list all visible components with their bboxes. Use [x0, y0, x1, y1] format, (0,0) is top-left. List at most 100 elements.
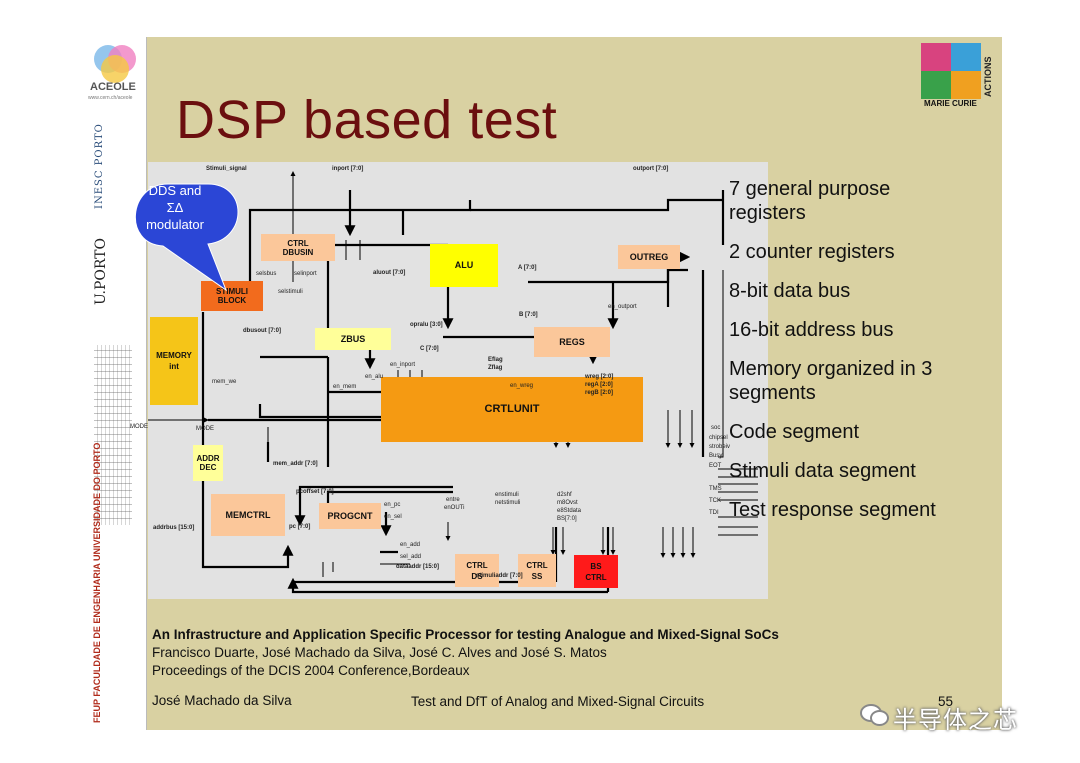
alu-block: ALU — [430, 244, 498, 287]
sig-selsbus: selsbus — [256, 271, 277, 277]
footer-author: José Machado da Silva — [152, 693, 292, 708]
sig-zflag: Zflag — [488, 365, 503, 371]
outreg-block: OUTREG — [618, 245, 680, 269]
sig-mode-left: MODE — [130, 424, 148, 430]
sig-selinport: selinport — [294, 271, 317, 277]
bullet-item: 8-bit data bus — [729, 280, 851, 302]
dds-callout: DDS and ΣΔ modulator — [135, 183, 300, 292]
sig-bs: BS[7:0] — [557, 516, 577, 522]
sig-sel-add: sel_add — [400, 554, 422, 560]
feature-list: 7 general purpose registers 2 counter re… — [729, 177, 999, 537]
sig-stimuli-signal: Stimuli_signal — [206, 166, 247, 172]
sig-soc: soc — [711, 425, 721, 431]
footer-course: Test and DfT of Analog and Mixed-Signal … — [411, 694, 705, 709]
reference-venue: Proceedings of the DCIS 2004 Conference,… — [152, 663, 470, 678]
sig-busy: Busy — [709, 453, 723, 459]
stimuli-block: STIMULI BLOCK — [201, 281, 263, 311]
reference-authors: Francisco Duarte, José Machado da Silva,… — [152, 645, 607, 660]
sig-dbusout: dbusout [7:0] — [243, 328, 281, 334]
sig-mem-we: mem_we — [212, 379, 237, 385]
uporto-text: U.PORTO — [93, 238, 109, 305]
sig-wreg: wreg [2:0] — [585, 374, 614, 380]
sig-tck: TCK — [709, 498, 721, 504]
addr-dec-block: ADDR DEC — [193, 445, 223, 481]
aceole-logo: ACEOLE www.cern.ch/aceole — [78, 37, 146, 107]
sig-pc: pc [7:0] — [289, 524, 311, 530]
progcnt-block: PROGCNT — [319, 503, 381, 529]
sig-en-inport: en_inport — [390, 362, 416, 368]
sig-b: B [7:0] — [519, 312, 538, 318]
memory-block: MEMORY int — [150, 317, 198, 405]
sig-m8ovst: m8Ovst — [557, 500, 578, 506]
slide-title: DSP based test — [176, 90, 558, 150]
wechat-icon — [860, 702, 889, 726]
sig-entre: entre — [446, 497, 460, 503]
sig-e8stdata: e8Stdata — [557, 508, 582, 514]
sig-enouti: enOUTi — [444, 505, 465, 511]
callout-shape — [135, 183, 239, 292]
architecture-diagram: CTRL DBUSIN STIMULI BLOCK ALU OUTREG MEM… — [130, 162, 768, 599]
sig-addrbus: addrbus [15:0] — [153, 525, 195, 531]
bullet-item: Stimuli data segment — [729, 460, 916, 482]
sig-strobe: strobeiv — [709, 444, 731, 450]
bullet-item: Test response segment — [729, 499, 936, 521]
marie-curie-logo: ACTIONS — [921, 43, 997, 109]
sig-mem-addr: mem_addr [7:0] — [273, 461, 318, 467]
reference: An Infrastructure and Application Specif… — [152, 626, 779, 680]
sig-mode: MODE — [196, 426, 214, 432]
sig-eflag: Eflag — [488, 357, 503, 363]
bullet-item: 7 general purpose registers — [729, 178, 891, 224]
sig-en-outport: en_outport — [608, 304, 637, 310]
sig-en-sel: en_sel — [384, 514, 402, 520]
sig-rega: regA [2:0] — [585, 382, 613, 388]
sig-en-add: en_add — [400, 542, 421, 548]
bullet-item: 16-bit address bus — [729, 319, 894, 341]
ctrl-ss-block: CTRL SS — [518, 554, 556, 587]
building-icon — [94, 345, 132, 525]
sig-en-mem: en_mem — [333, 384, 357, 390]
sig-inport: inport [7:0] — [332, 166, 364, 172]
sig-outport: outport [7:0] — [633, 166, 669, 172]
regs-block: REGS — [534, 327, 610, 357]
sig-en-wreg: en_wreg — [510, 383, 534, 389]
zbus-block: ZBUS — [315, 328, 391, 350]
bs-ctrl-block: BS CTRL — [574, 555, 618, 588]
callout-line2: ΣΔ — [166, 200, 184, 215]
memctrl-block: MEMCTRL — [211, 494, 285, 536]
sig-netstimuli: netstimuli — [495, 500, 521, 506]
sig-tdi: TDI — [709, 510, 719, 516]
sig-regb: regB [2:0] — [585, 390, 614, 396]
bullet-item: 2 counter registers — [729, 241, 895, 263]
sig-dataaddr: dataaddr [15:0] — [396, 564, 440, 570]
crtlunit-block: CRTLUNIT — [381, 377, 643, 442]
sig-tms: TMS — [709, 486, 722, 492]
mc-side-text: ACTIONS — [983, 56, 993, 98]
callout-line3: modulator — [146, 217, 204, 232]
ctrl-ds-block: CTRL DS — [455, 554, 499, 587]
sig-pcoffset: pcoffset [7:0] — [296, 489, 334, 495]
aceole-text: ACEOLE — [90, 81, 136, 93]
bullet-item: Memory organized in 3 segments — [729, 358, 933, 404]
ctrl-dbusin-block: CTRL DBUSIN — [261, 234, 335, 261]
aceole-url: www.cern.ch/aceole — [88, 95, 133, 101]
sig-d2shf: d2shf — [557, 492, 572, 498]
sig-stimuliaddr: stimuliaddr [7:0] — [476, 573, 523, 579]
watermark: 半导体之芯 — [893, 706, 1018, 734]
sig-aluout: aluout [7:0] — [373, 270, 406, 276]
mc-text: MARIE CURIE — [924, 99, 977, 108]
footer-page-number: 55 — [938, 694, 954, 709]
sig-en-pc: en_pc — [384, 502, 401, 508]
feup-text: FEUP FACULDADE DE ENGENHARIA UNIVERSIDAD… — [92, 442, 102, 723]
sig-c: C [7:0] — [420, 346, 439, 352]
callout-line1: DDS and — [148, 183, 202, 198]
sig-enstimuli: enstimuli — [495, 492, 519, 498]
sidebar: ACEOLE www.cern.ch/aceole INESC PORTO U.… — [78, 37, 147, 730]
bullet-item: Code segment — [729, 421, 860, 443]
reference-title: An Infrastructure and Application Specif… — [152, 627, 779, 642]
sig-en-alu: en_alu — [365, 374, 384, 380]
sig-chipsel: chipsel — [709, 435, 728, 441]
slide: ACEOLE www.cern.ch/aceole INESC PORTO U.… — [78, 37, 1002, 730]
sig-selstimuli: selstimuli — [278, 289, 303, 295]
sig-a: A [7:0] — [518, 265, 537, 271]
sig-opralu: opralu [3:0] — [410, 322, 443, 328]
